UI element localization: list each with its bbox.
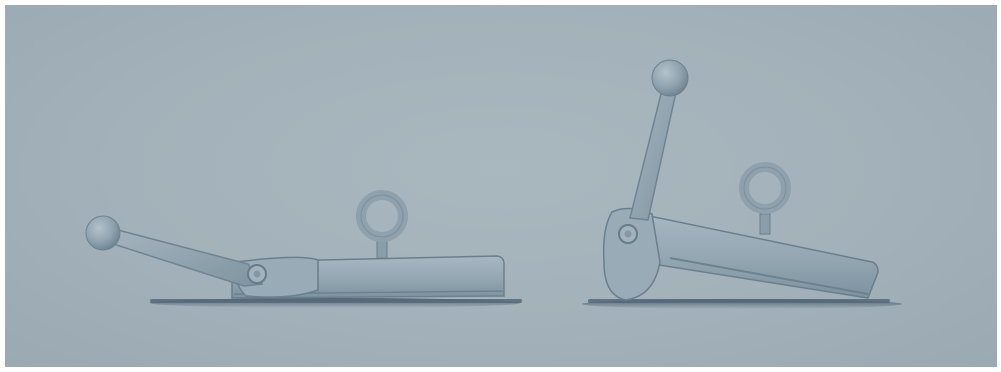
magnetic-lifter-handle-up (582, 60, 902, 309)
ground-line (150, 299, 522, 303)
magnetic-lifter-handle-down (86, 195, 522, 308)
eye-bolt (744, 167, 786, 234)
ground-line (588, 299, 890, 303)
lever-knob (652, 60, 688, 96)
lifter-body (630, 212, 878, 298)
cam-housing (604, 208, 660, 300)
lever-arm (104, 228, 262, 286)
eye-bolt (361, 195, 403, 258)
lever-knob (86, 216, 120, 250)
lever-arm (630, 90, 676, 220)
